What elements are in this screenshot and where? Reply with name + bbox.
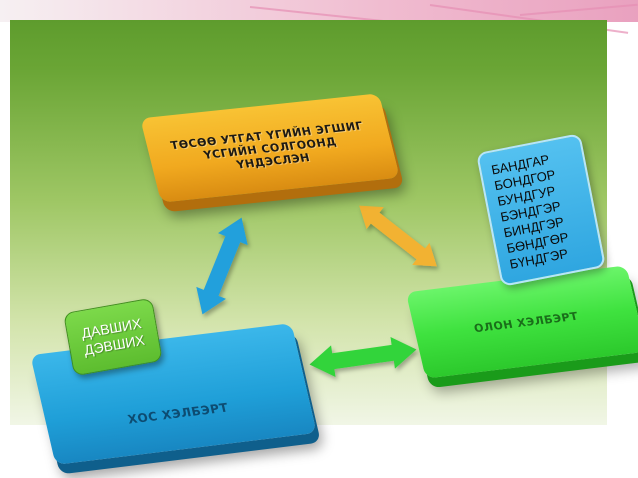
right-concept-label: ОЛОН ХЭЛБЭРТ xyxy=(472,309,580,335)
arrow-top-to-right xyxy=(359,205,437,267)
top-concept-label: ТӨСӨӨ УТГАТ ҮГИЙН ЭГШИГ ҮСГИЙН СОЛГООНД … xyxy=(169,118,365,171)
arrow-top-to-left xyxy=(196,217,248,315)
arrow-left-to-right xyxy=(309,336,417,378)
decorative-top-band xyxy=(0,0,638,34)
left-concept-label: ХОС ХЭЛБЭРТ xyxy=(126,400,230,427)
